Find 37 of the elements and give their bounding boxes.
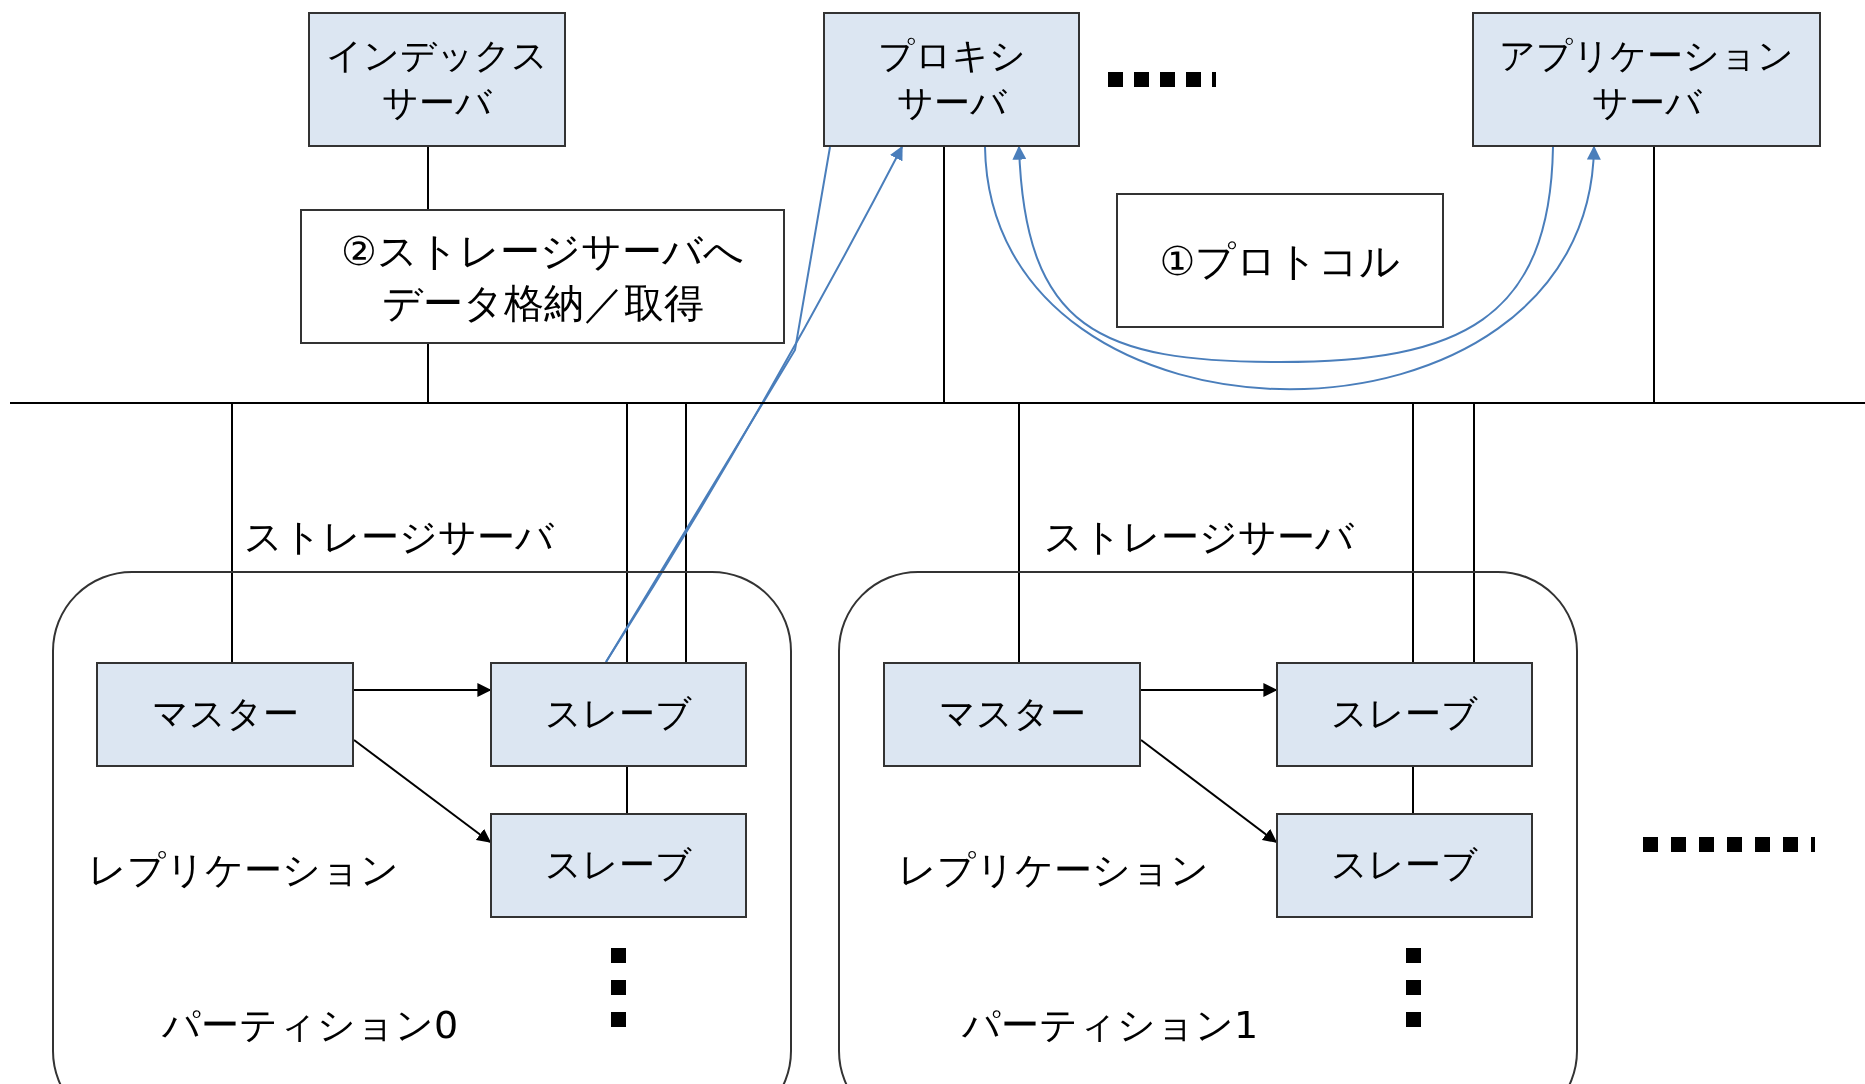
partition-label: パーティション0 xyxy=(162,1002,459,1049)
replication-label: レプリケーション xyxy=(88,847,399,894)
arrow xyxy=(353,683,492,697)
arrow xyxy=(1140,739,1278,843)
connector-line xyxy=(685,403,687,663)
curved-arrow xyxy=(1012,145,1554,363)
connector-line xyxy=(231,403,233,663)
server-box: インデックスサーバ xyxy=(308,12,566,147)
connector-line xyxy=(427,343,429,403)
slave-box: スレーブ xyxy=(1276,813,1533,918)
arrow xyxy=(353,739,492,843)
connector-line xyxy=(943,146,945,403)
master-box: マスター xyxy=(883,662,1141,767)
server-box: アプリケーションサーバ xyxy=(1472,12,1821,147)
connector-line xyxy=(1018,403,1020,663)
curved-arrow xyxy=(984,145,1599,391)
partition-heading: ストレージサーバ xyxy=(1044,514,1354,561)
partition-heading: ストレージサーバ xyxy=(244,514,554,561)
connector-line xyxy=(1473,403,1475,663)
replication-label: レプリケーション xyxy=(898,847,1209,894)
connector-line xyxy=(1412,403,1414,663)
curved-arrow xyxy=(605,145,903,663)
slave-box: スレーブ xyxy=(1276,662,1533,767)
network-line xyxy=(10,402,1865,404)
slave-box: スレーブ xyxy=(490,813,747,918)
callout-box: ②ストレージサーバへデータ格納／取得 xyxy=(300,209,785,344)
arrow xyxy=(1140,683,1278,697)
connector-line xyxy=(626,403,628,663)
connector-line xyxy=(626,766,628,814)
partition-label: パーティション1 xyxy=(962,1002,1259,1049)
connector-line xyxy=(1653,146,1655,403)
connector-line xyxy=(427,146,429,210)
callout-box: ①プロトコル xyxy=(1116,193,1444,328)
server-box: プロキシサーバ xyxy=(823,12,1080,147)
connector-line xyxy=(1412,766,1414,814)
slave-box: スレーブ xyxy=(490,662,747,767)
master-box: マスター xyxy=(96,662,354,767)
